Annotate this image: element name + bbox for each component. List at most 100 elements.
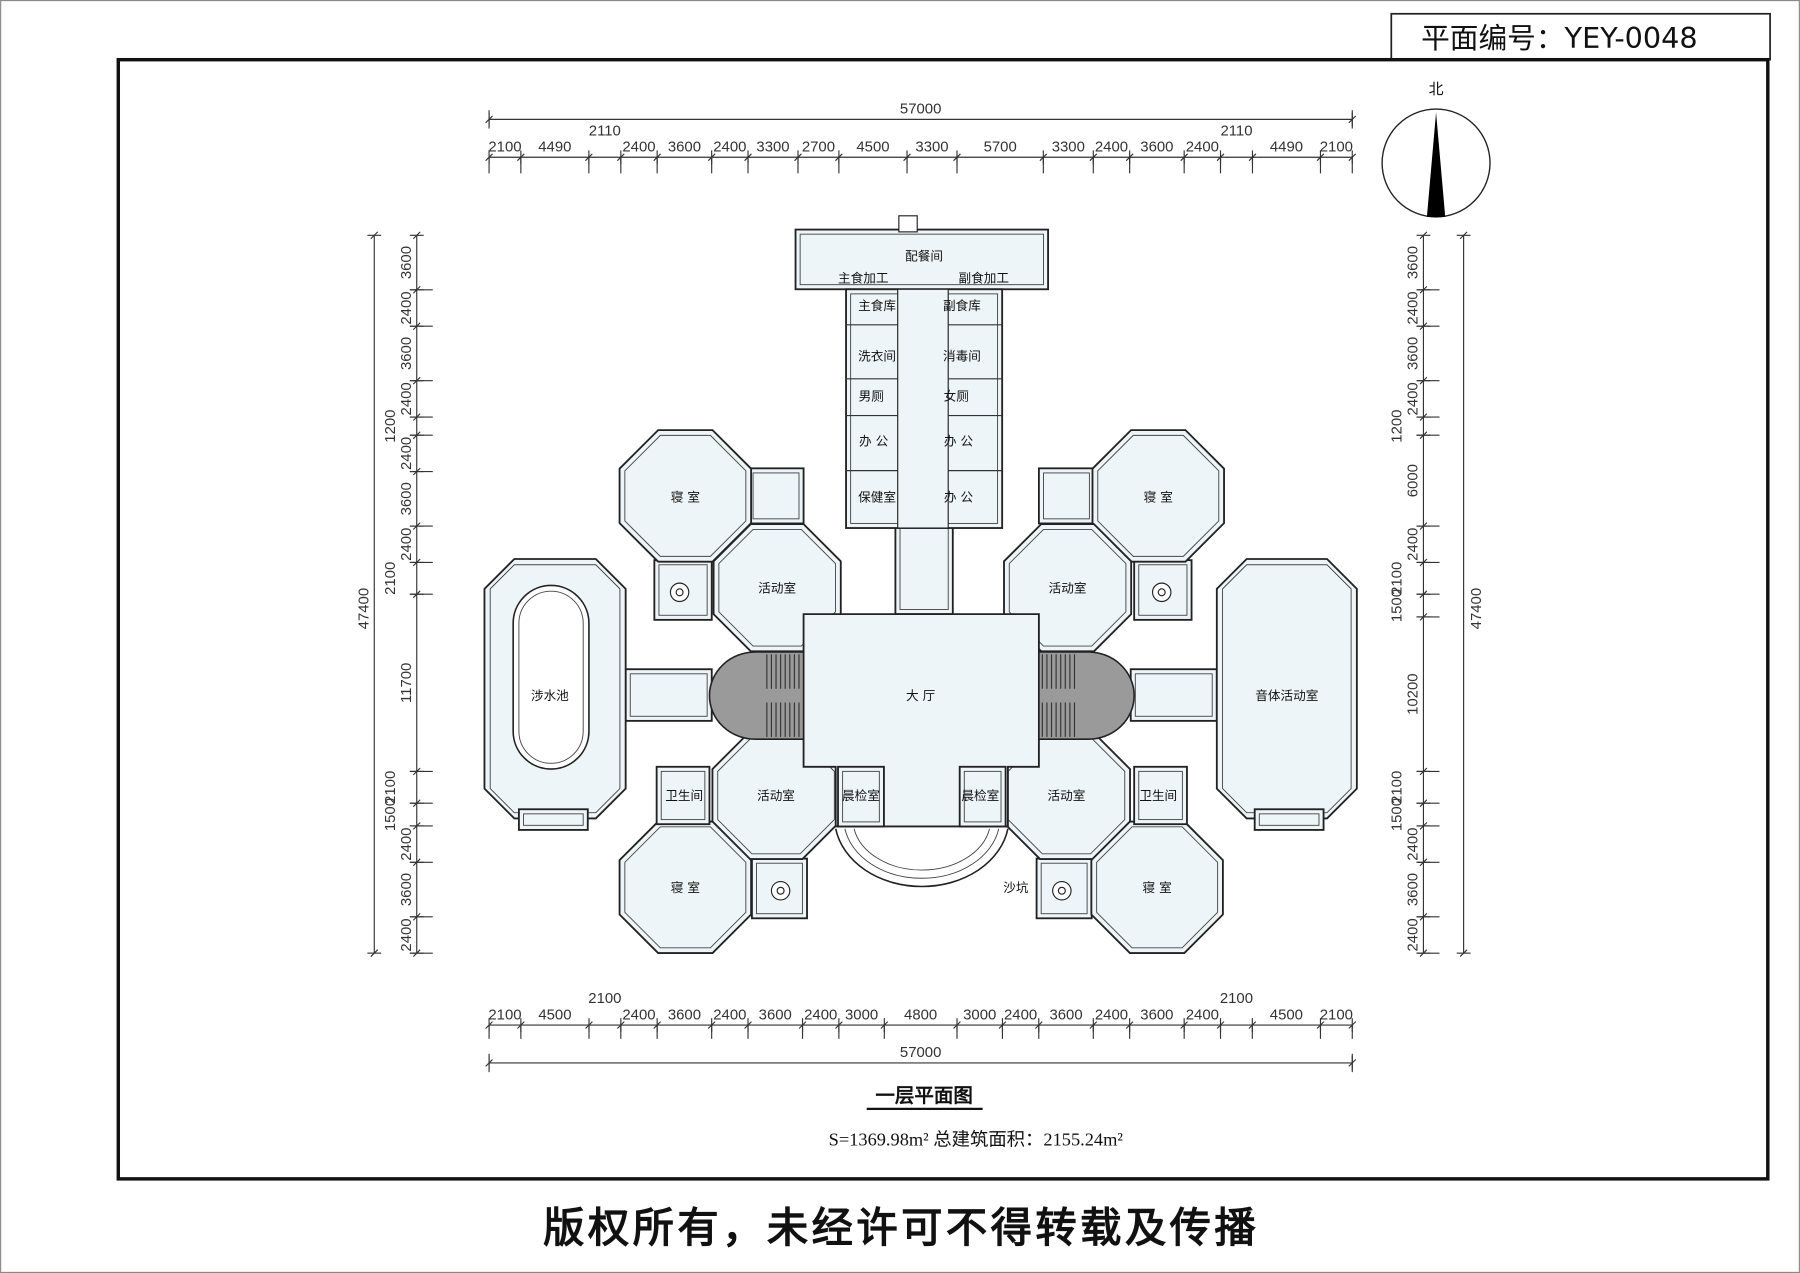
- north-label: 北: [1429, 80, 1444, 98]
- spiral-stair-core: [1157, 588, 1166, 597]
- dimension-label: 2400: [1186, 139, 1219, 156]
- music-pe-room-inner: [1222, 564, 1352, 814]
- dimension-label: 2100: [1389, 771, 1406, 804]
- dimension-label: 3600: [668, 139, 701, 156]
- drawing-frame: [116, 57, 1770, 1181]
- dimension-label: 2400: [1405, 918, 1422, 951]
- pool-basin-inner: [518, 590, 584, 764]
- dimension-label: 2700: [802, 139, 835, 156]
- dimension-label: 2100: [488, 139, 521, 156]
- dimension-label: 3600: [1140, 139, 1173, 156]
- pool-entry: [517, 808, 589, 831]
- bedroom-br-inner: [1096, 826, 1219, 949]
- toilet-left: [655, 765, 711, 826]
- corridor-north: [894, 521, 954, 616]
- room-bedroom: 寝 室: [1143, 880, 1172, 895]
- dimension-label-total: 57000: [900, 101, 941, 118]
- room-office: 办 公: [944, 490, 974, 505]
- room-mens-wc: 男厕: [859, 389, 884, 404]
- spiral-stair-core: [1057, 886, 1066, 895]
- music-entry-inner: [1258, 813, 1320, 826]
- dimension-label: 1500: [382, 798, 399, 831]
- building-plan: [483, 215, 1358, 955]
- dimension-label: 2400: [398, 918, 415, 951]
- room-laundry: 洗衣间: [858, 348, 896, 363]
- dimension-label: 2100: [382, 562, 399, 595]
- bedroom-tl: [618, 429, 753, 563]
- room-staple-store: 主食库: [858, 298, 896, 313]
- dimension-label: 2400: [398, 828, 415, 861]
- dimension-label: 3600: [398, 873, 415, 906]
- morning-check-right: [958, 765, 1007, 828]
- dimension-label: 2400: [398, 528, 415, 561]
- room-morning-check: 晨检室: [961, 788, 999, 803]
- dimension-label: 6000: [1405, 464, 1422, 497]
- dimension-label: 3600: [398, 337, 415, 370]
- dimension-label: 5700: [984, 139, 1017, 156]
- morning-check-left: [837, 765, 885, 828]
- dimension-label: 4490: [1270, 139, 1303, 156]
- dimension-label: 2400: [1405, 291, 1422, 324]
- stair-bl-inner: [756, 862, 803, 915]
- dimension-label: 2110: [589, 122, 621, 139]
- room-health: 保健室: [858, 490, 896, 505]
- kitchen-block-inner: [799, 233, 1044, 286]
- dimension-label: 3600: [1049, 1006, 1082, 1023]
- dimension-label: 2400: [1186, 1006, 1219, 1023]
- pool-basin: [512, 584, 590, 770]
- bedroom-tr-inner: [1097, 434, 1220, 557]
- dimension-label: 3600: [1405, 246, 1422, 279]
- link-east-inner: [1134, 673, 1213, 717]
- area-summary: S=1369.98m² 总建筑面积：2155.24m²: [829, 1130, 1124, 1150]
- dimension-label: 1200: [382, 410, 399, 443]
- dimension-label: 3600: [668, 1006, 701, 1023]
- dimension-tick-mark: [1459, 949, 1468, 957]
- room-labels: 配餐间 主食加工 副食加工 主食库 副食库 洗衣间 消毒间 男厕 女厕 办 公 …: [531, 249, 1318, 895]
- dimension-label: 1500: [1389, 798, 1406, 831]
- link-west: [624, 668, 713, 722]
- spiral-stair-icon: [770, 880, 791, 901]
- dimension-label: 3000: [963, 1006, 996, 1023]
- dimension-label: 2100: [588, 990, 621, 1007]
- room-morning-check: 晨检室: [842, 788, 880, 803]
- dimension-label: 4500: [856, 139, 889, 156]
- dimension-tick-mark: [370, 949, 379, 957]
- dimension-tick-mark: [1419, 231, 1428, 240]
- dimension-label: 3300: [1052, 139, 1085, 156]
- dimension-label: 2400: [1095, 139, 1128, 156]
- kitchen-block: [794, 228, 1049, 291]
- dimension-label: 4500: [538, 1006, 571, 1023]
- dimension-label: 2400: [622, 1006, 655, 1023]
- dimension-label: 3600: [398, 482, 415, 515]
- activity-tl-inner: [718, 528, 836, 647]
- bedroom-bl-inner: [624, 826, 747, 949]
- room-bedroom: 寝 室: [1144, 490, 1173, 505]
- room-toilet: 卫生间: [1139, 788, 1177, 803]
- dimension-label: 2400: [398, 291, 415, 324]
- bedroom-tl-inner: [624, 434, 747, 557]
- dimension-label-total: 47400: [1468, 588, 1485, 629]
- dimension-label: 2100: [488, 1006, 521, 1023]
- spiral-stair-core: [675, 588, 684, 597]
- room-activity: 活动室: [1048, 788, 1086, 803]
- room-nonstaple-store: 副食库: [943, 298, 981, 313]
- dimension-label: 2400: [713, 139, 746, 156]
- morning-check-left-inner: [842, 770, 880, 823]
- entrance-steps-inner: [844, 828, 1000, 879]
- dimension-label: 10200: [1405, 673, 1422, 714]
- store-tl: [747, 467, 805, 525]
- dimension-label: 3300: [915, 139, 948, 156]
- dimension-label: 3600: [759, 1006, 792, 1023]
- room-activity: 活动室: [757, 788, 795, 803]
- dimension-tick-mark: [412, 231, 421, 240]
- room-bedroom: 寝 室: [671, 490, 700, 505]
- activity-tr-inner: [1008, 528, 1127, 647]
- toilet-left-inner: [660, 770, 706, 821]
- room-bedroom: 寝 室: [671, 880, 700, 895]
- entrance-steps-inner: [853, 828, 990, 871]
- dimension-label: 1200: [1389, 410, 1406, 443]
- dimension-label-total: 47400: [356, 588, 373, 629]
- bedroom-tr: [1091, 429, 1225, 563]
- dimension-label: 2400: [804, 1006, 837, 1023]
